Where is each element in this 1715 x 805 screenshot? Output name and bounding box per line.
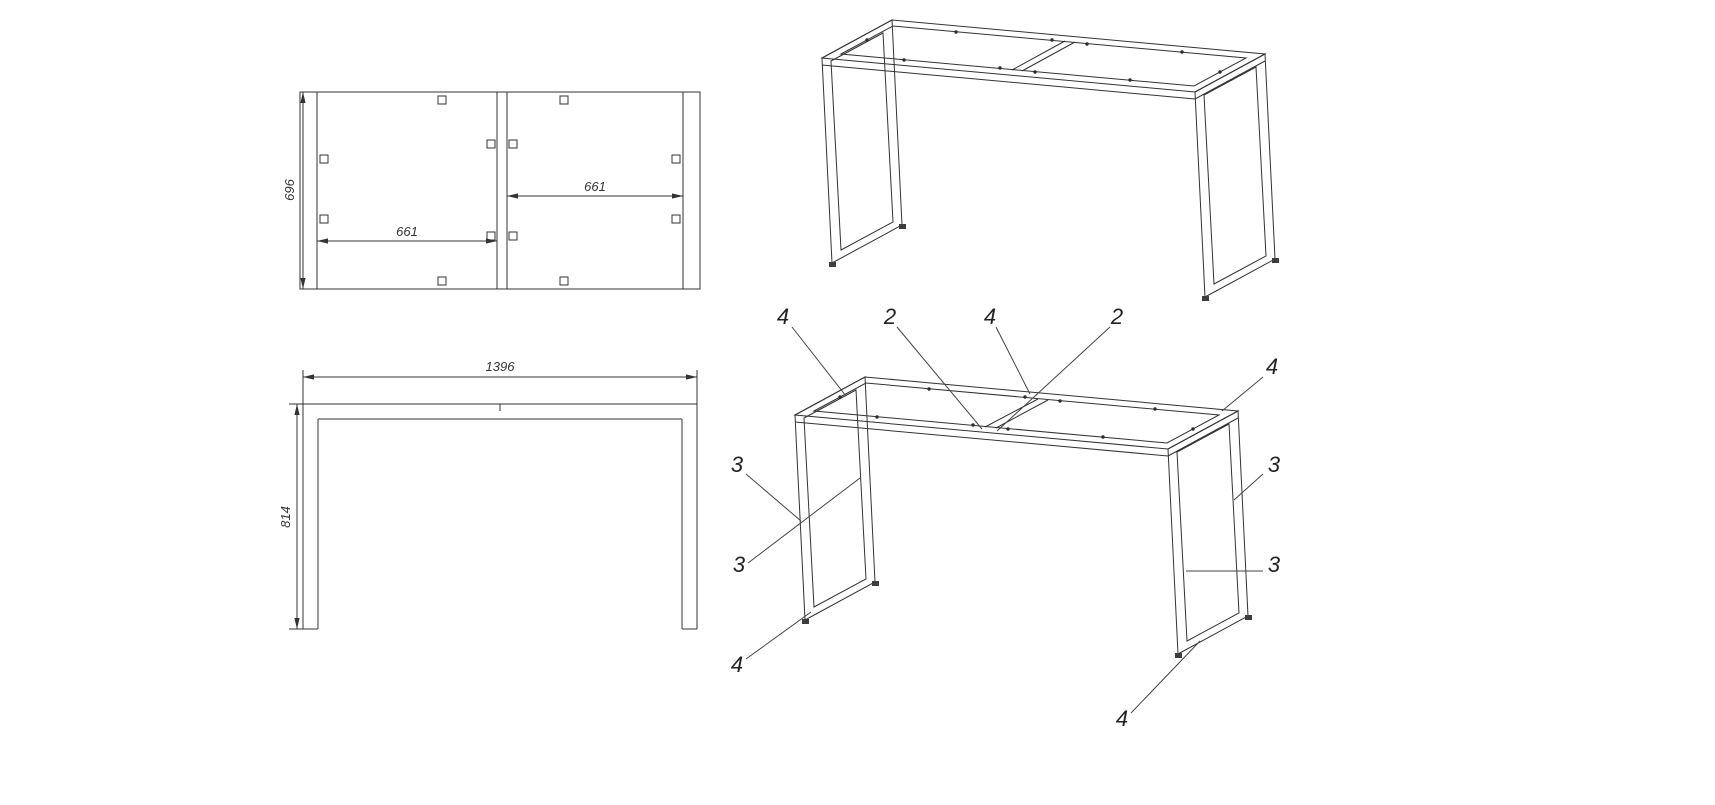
iso2-fastener-dots [838,387,1195,439]
iso2-left-end-frame-outer [794,376,876,621]
iso2-feet [802,581,1252,658]
iso2-right-end-frame-inner [1176,423,1240,642]
iso2-crossbar-left-edge [984,398,1039,428]
iso-left-end-frame-inner [830,32,894,251]
iso-feet [829,224,1279,301]
callout-label-rail-top-mid: 4 [984,304,996,329]
callouts: 4 2 4 2 4 3 3 3 3 4 4 [731,304,1281,731]
iso-right-end-frame-inner [1203,66,1267,285]
iso-right-end-frame-outer [1194,53,1276,298]
iso-front-rail-thickness [821,64,1196,100]
callout-label-leg-left-front: 3 [731,452,744,477]
iso2-crossbar-right-edge [995,399,1049,429]
iso-top-frame-inner [839,25,1248,87]
callout-label-bottom-rail-left: 4 [731,652,743,677]
callout-label-rail-top-right: 4 [1266,354,1278,379]
dimension-height-814: 814 [278,403,303,630]
front-outer-profile [302,403,698,629]
iso2-right-end-frame-outer [1167,410,1249,655]
iso-left-end-frame-outer [821,19,903,264]
callout-label-crossbar-left: 2 [883,304,896,329]
callout-label-rail-top-left: 4 [777,304,789,329]
iso2-top-frame-inner [812,382,1221,444]
dimension-width-1396: 1396 [302,359,698,404]
iso2-left-end-frame-inner [803,389,867,608]
mounting-tabs [319,95,681,286]
callout-label-leg-left-back: 3 [733,552,746,577]
callout-label-bottom-rail-right: 4 [1116,706,1128,731]
dim-right-span-label: 661 [584,179,606,194]
top-view-plan: 696 661 661 [282,91,701,290]
dim-left-span-label: 661 [396,224,418,239]
dimension-left-span-661: 661 [317,224,497,244]
iso-crossbar-right-edge [1021,41,1076,72]
dim-width-label: 1396 [486,359,516,374]
dimension-depth-696: 696 [282,92,306,289]
callout-label-leg-right-front: 3 [1268,552,1281,577]
iso-crossbar-left-edge [1011,40,1066,71]
iso-fastener-dots [865,30,1222,82]
dimension-right-span-661: 661 [507,179,683,199]
iso2-front-rail-thickness [794,421,1169,457]
callout-label-crossbar-right: 2 [1110,304,1123,329]
callout-label-leg-right-back: 3 [1268,452,1281,477]
dim-depth-label: 696 [282,178,297,200]
front-view: 1396 814 [278,359,698,630]
isometric-view-annotated: 4 2 4 2 4 3 3 3 3 4 4 [731,304,1281,731]
isometric-view [820,19,1279,301]
plan-outer-frame [299,91,701,290]
iso-top-frame-outer [820,19,1267,93]
iso2-right-rail-thickness [1167,417,1239,457]
dim-height-label: 814 [278,506,293,528]
iso-right-rail-thickness [1194,60,1266,100]
